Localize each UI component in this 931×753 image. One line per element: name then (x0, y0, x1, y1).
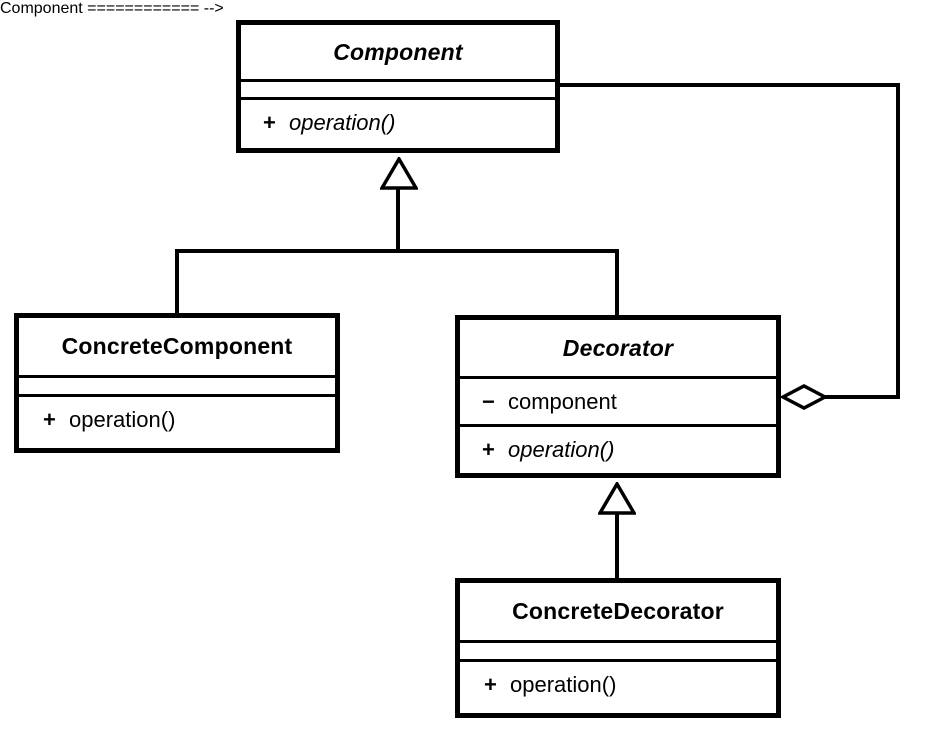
visibility-marker: + (482, 437, 495, 462)
concrete-component-name-compartment: ConcreteComponent (19, 318, 335, 375)
class-box-concrete-decorator[interactable]: ConcreteDecorator + operation() (455, 578, 781, 718)
class-box-concrete-component[interactable]: ConcreteComponent + operation() (14, 313, 340, 453)
operation-row: + operation() (263, 110, 395, 136)
concrete-component-operations-compartment: + operation() (19, 394, 335, 443)
operation-name: operation() (289, 109, 396, 135)
class-box-decorator[interactable]: Decorator − component + operation() (455, 315, 781, 478)
operation-row: + operation() (43, 407, 175, 433)
visibility-marker: + (43, 407, 56, 432)
component-name-compartment: Component (241, 25, 555, 79)
aggregation-diamond-decorator-component (781, 384, 827, 410)
operation-row: + operation() (484, 672, 616, 698)
generalization-stem-component (396, 188, 400, 253)
class-name-component: Component (333, 38, 463, 65)
generalization-arrow-to-decorator (598, 482, 636, 515)
visibility-marker: + (484, 672, 497, 697)
concrete-decorator-operations-compartment: + operation() (460, 659, 776, 708)
concrete-decorator-name-compartment: ConcreteDecorator (460, 583, 776, 640)
visibility-marker: − (482, 388, 495, 414)
generalization-stem-concrete-decorator (615, 512, 619, 580)
decorator-name-compartment: Decorator (460, 320, 776, 376)
visibility-marker: + (263, 109, 276, 135)
generalization-drop-decorator (615, 249, 619, 317)
decorator-operations-compartment: + operation() (460, 424, 776, 473)
generalization-branch-bar (175, 249, 619, 253)
component-attributes-compartment (241, 79, 555, 97)
concrete-component-attributes-compartment (19, 375, 335, 394)
generalization-drop-concrete-component (175, 249, 179, 315)
aggregation-line-horizontal-lower (823, 395, 900, 399)
aggregation-line-vertical (896, 83, 900, 399)
class-name-concrete-decorator: ConcreteDecorator (512, 598, 724, 624)
aggregation-line-horizontal-upper (556, 83, 900, 87)
component-operations-compartment: + operation() (241, 97, 555, 145)
attribute-name: component (508, 388, 617, 414)
operation-row: + operation() (482, 437, 614, 463)
class-box-component[interactable]: Component + operation() (236, 20, 560, 153)
class-name-decorator: Decorator (562, 334, 674, 361)
concrete-decorator-attributes-compartment (460, 640, 776, 659)
attribute-row: − component (482, 389, 617, 415)
generalization-arrow-to-component (380, 157, 418, 190)
operation-name: operation() (69, 407, 176, 432)
class-name-concrete-component: ConcreteComponent (61, 333, 293, 359)
decorator-attributes-compartment: − component (460, 376, 776, 424)
operation-name: operation() (508, 437, 615, 462)
operation-name: operation() (510, 672, 617, 697)
